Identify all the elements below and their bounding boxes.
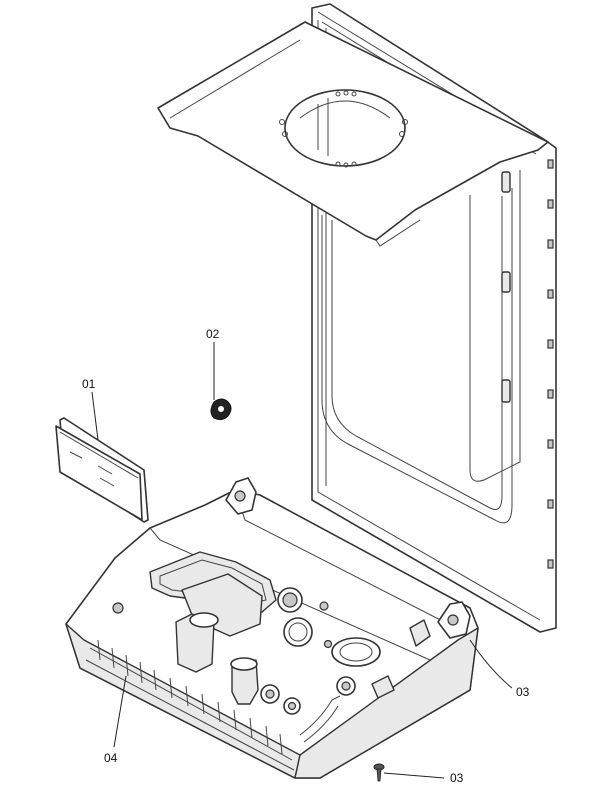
label-part-03-b: 03 — [450, 771, 464, 785]
label-part-04: 04 — [104, 751, 118, 765]
label-part-01: 01 — [82, 377, 96, 391]
label-part-02: 02 — [206, 327, 220, 341]
part-03-screw — [373, 763, 385, 782]
leader-lines — [91, 342, 513, 779]
top-plate — [157, 21, 549, 247]
label-part-03-a: 03 — [516, 685, 530, 699]
part-01-cover-panel — [55, 417, 149, 523]
part-04-base-tray — [65, 477, 479, 779]
part-02-grommet — [210, 398, 232, 421]
